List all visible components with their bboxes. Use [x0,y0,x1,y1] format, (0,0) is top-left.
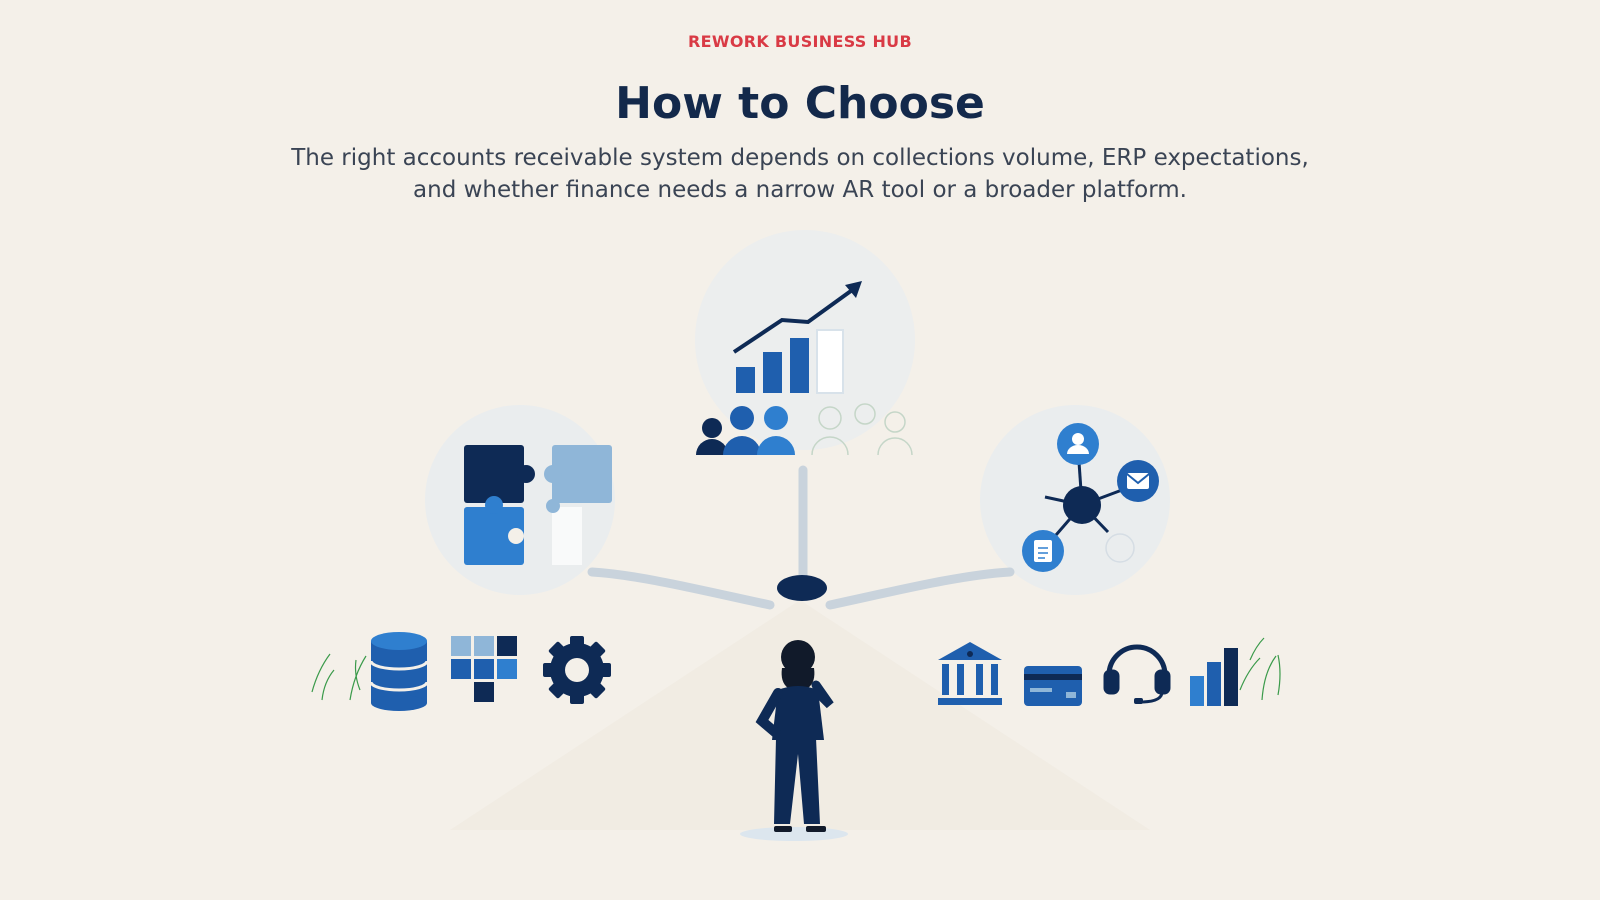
bank-icon [938,642,1002,705]
headset-icon [1103,644,1171,704]
team-icon [696,403,913,456]
businesswoman-figure [740,640,848,841]
growth-chart-icon [732,281,862,394]
bar-chart-icon [1190,648,1238,706]
puzzle-icon [464,445,612,565]
database-icon [369,632,429,711]
modules-grid-icon [451,636,517,702]
page-title: How to Choose [615,78,985,129]
thought-branches [587,465,1015,610]
gear-icon [543,636,611,704]
branch-node [777,575,827,601]
eyebrow-label: REWORK BUSINESS HUB [688,32,912,51]
grass-decoration [311,637,1281,701]
credit-card-icon [1024,666,1082,706]
page-subtitle: The right accounts receivable system dep… [291,145,1309,203]
network-hub-icon [1022,423,1159,572]
